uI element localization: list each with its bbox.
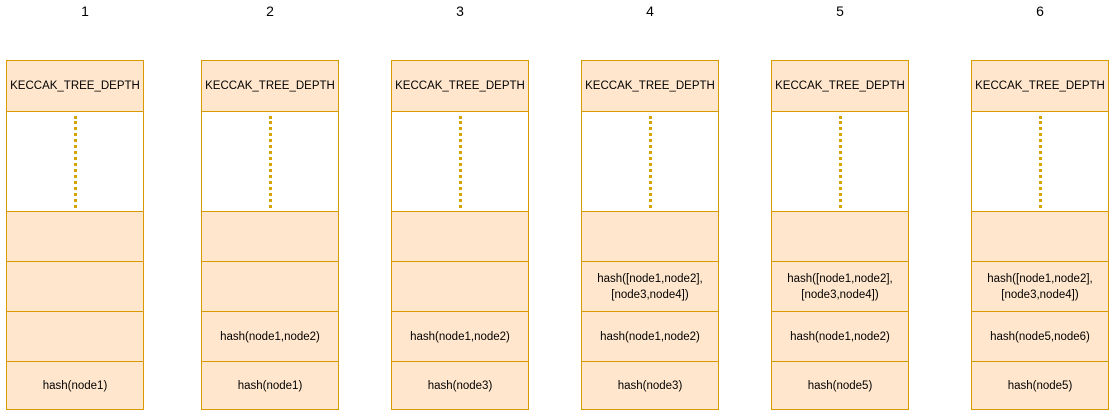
stack-header: KECCAK_TREE_DEPTH (772, 61, 908, 112)
stack-gap (392, 112, 528, 212)
step-number-5: 5 (836, 3, 844, 19)
stack-gap (7, 112, 143, 212)
stack-header: KECCAK_TREE_DEPTH (972, 61, 1108, 112)
dotted-ellipsis-line (459, 116, 462, 208)
stack-cell-level-3 (202, 212, 338, 262)
stack-gap (202, 112, 338, 212)
stack-cell-level-0: hash(node5) (807, 380, 873, 392)
stack-header: KECCAK_TREE_DEPTH (582, 61, 718, 112)
stack-cell-level-1: hash(node5,node6) (972, 312, 1108, 362)
stack-cell-level-2: hash([node1,node2], [node3,node4]) (972, 262, 1108, 312)
stack-cell-level-0: hash(node1) (42, 380, 108, 392)
stack-3: KECCAK_TREE_DEPTH hash(node1,node2) hash… (391, 60, 529, 410)
step-number-6: 6 (1036, 3, 1044, 19)
stack-cell-level-2: hash([node1,node2], [node3,node4]) (772, 262, 908, 312)
stack-4: KECCAK_TREE_DEPTH hash([node1,node2], [n… (581, 60, 719, 410)
step-number-1: 1 (81, 3, 89, 19)
stack-gap (972, 112, 1108, 212)
stack-cell-level-0: hash(node3) (617, 380, 683, 392)
stack-cell-level-2 (7, 262, 143, 312)
stack-cell-level-3 (972, 212, 1108, 262)
stack-cell-level-1 (7, 312, 143, 362)
stack-gap (772, 112, 908, 212)
stack-cell-level-3 (7, 212, 143, 262)
stack-cell-level-0: hash(node5) (1007, 380, 1073, 392)
dotted-ellipsis-line (1039, 116, 1042, 208)
stack-cell-level-2: hash([node1,node2], [node3,node4]) (582, 262, 718, 312)
stack-header: KECCAK_TREE_DEPTH (202, 61, 338, 112)
stack-cell-level-3 (582, 212, 718, 262)
step-number-2: 2 (266, 3, 274, 19)
stack-cell-level-3 (772, 212, 908, 262)
dotted-ellipsis-line (74, 116, 77, 208)
stack-cell-level-1: hash(node1,node2) (392, 312, 528, 362)
stack-cell-level-0: hash(node3) (427, 380, 493, 392)
stack-cell-level-3 (392, 212, 528, 262)
stack-6: KECCAK_TREE_DEPTH hash([node1,node2], [n… (971, 60, 1109, 410)
dotted-ellipsis-line (839, 116, 842, 208)
stack-cell-level-1: hash(node1,node2) (582, 312, 718, 362)
stack-1: KECCAK_TREE_DEPTH hash(node1) (6, 60, 144, 410)
stack-header: KECCAK_TREE_DEPTH (392, 61, 528, 112)
stack-cell-level-2 (202, 262, 338, 312)
stack-cell-level-1: hash(node1,node2) (202, 312, 338, 362)
stack-header: KECCAK_TREE_DEPTH (7, 61, 143, 112)
dotted-ellipsis-line (269, 116, 272, 208)
stack-cell-level-2 (392, 262, 528, 312)
step-number-4: 4 (646, 3, 654, 19)
step-number-3: 3 (456, 3, 464, 19)
stack-2: KECCAK_TREE_DEPTH hash(node1,node2) hash… (201, 60, 339, 410)
stack-5: KECCAK_TREE_DEPTH hash([node1,node2], [n… (771, 60, 909, 410)
stack-cell-level-1: hash(node1,node2) (772, 312, 908, 362)
dotted-ellipsis-line (649, 116, 652, 208)
stack-cell-level-0: hash(node1) (237, 380, 303, 392)
stack-gap (582, 112, 718, 212)
